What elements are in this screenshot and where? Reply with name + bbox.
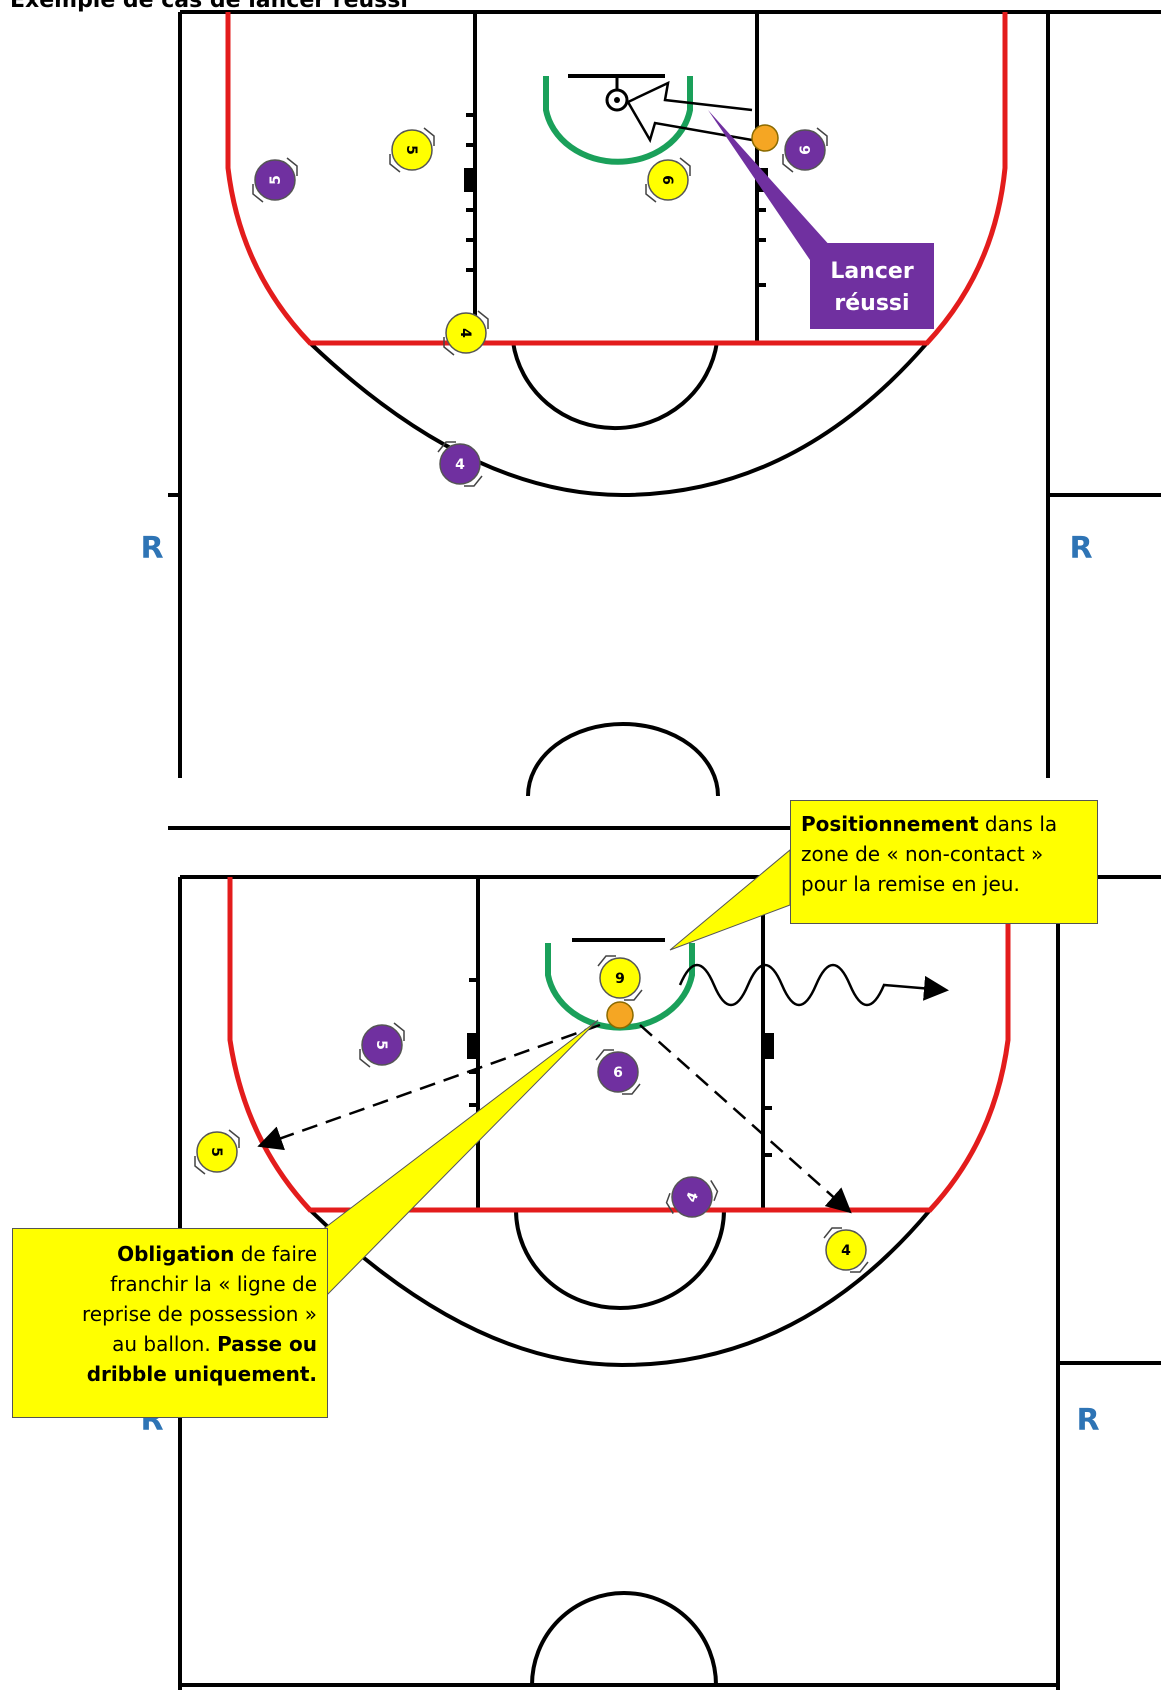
three-point-arc-black: [308, 341, 929, 498]
player-purple-4: 4: [665, 1176, 719, 1218]
callout-left-line3: reprise de possession »: [82, 1302, 317, 1326]
player-number: 4: [841, 1243, 851, 1259]
referee-label-right: R: [1069, 531, 1092, 566]
callout-left-line4b: Passe ou: [217, 1332, 317, 1356]
callout-top-line2: réussi: [834, 291, 909, 316]
player-purple-5: 5: [252, 157, 298, 203]
callout-left-bold1: Obligation: [117, 1242, 235, 1266]
player-yellow-5: 5: [194, 1129, 240, 1175]
lane-marks: [467, 978, 774, 1157]
possession-line: [227, 877, 1011, 1213]
player-number: 6: [659, 175, 675, 185]
page-title: Exemple de cas de lancer réussi: [10, 0, 408, 13]
player-number: 5: [403, 145, 419, 155]
callout-left-line5: dribble uniquement.: [86, 1362, 317, 1386]
callout-top-line1: Lancer: [830, 259, 913, 284]
player-number: 5: [268, 175, 284, 185]
hoop: [605, 88, 629, 112]
center-circle: [526, 722, 720, 797]
player-yellow-9: 9: [597, 955, 643, 1001]
possession-line: [225, 12, 1008, 346]
callout-right-rest: dans la: [978, 812, 1058, 836]
player-number: 4: [455, 457, 465, 473]
top-court: Lancer réussi: [168, 10, 1161, 830]
player-yellow-6: 6: [645, 157, 691, 203]
player-purple-6: 6: [782, 127, 828, 173]
player-number: 6: [613, 1065, 623, 1081]
player-yellow-5: 5: [389, 127, 435, 173]
bottom-court: [178, 848, 1161, 1690]
free-throw-circle: [511, 341, 719, 431]
shot-arrow: [626, 80, 753, 144]
player-purple-4: 4: [437, 441, 483, 487]
callout-left-rest1: de faire: [234, 1242, 317, 1266]
player-number: 5: [208, 1147, 224, 1157]
player-yellow-4: 4: [443, 310, 489, 356]
dribble-arrow: [678, 963, 949, 1007]
callout-pointer-top: [708, 110, 832, 260]
callout-pointer-right: [669, 848, 791, 951]
free-throw-circle: [514, 1209, 726, 1310]
player-purple-6: 6: [595, 1049, 641, 1095]
player-number: 4: [457, 328, 473, 338]
callout-positionnement: Positionnement dans la zone de « non-con…: [790, 800, 1098, 924]
player-number: 5: [373, 1040, 389, 1050]
callout-right-line3: pour la remise en jeu.: [801, 872, 1020, 896]
callout-right-line2: zone de « non-contact »: [801, 842, 1044, 866]
player-number: 9: [615, 971, 625, 987]
callout-lancer-reussi: [810, 243, 934, 329]
callout-left-line4a: au ballon.: [112, 1332, 218, 1356]
ball: [606, 1001, 634, 1029]
player-yellow-4: 4: [823, 1227, 869, 1273]
center-circle: [530, 1591, 718, 1686]
pass-arrow-right: [639, 1024, 852, 1214]
callout-obligation: Obligation de faire franchir la « ligne …: [12, 1228, 328, 1418]
callout-left-line2: franchir la « ligne de: [110, 1272, 317, 1296]
ball: [751, 124, 779, 152]
referee-label-left: R: [140, 531, 163, 566]
players-layer: 5 5 6 6 4 4 9 6 5 5 4 4: [194, 127, 869, 1273]
callout-right-bold: Positionnement: [801, 812, 979, 836]
player-number: 6: [798, 145, 814, 155]
pass-arrow-left: [257, 1023, 601, 1151]
referee-label-right: R: [1076, 1403, 1099, 1438]
player-purple-5: 5: [359, 1022, 405, 1068]
restricted-area-arc: [543, 76, 693, 165]
lane-marks: [464, 113, 768, 287]
three-point-arc-black: [308, 1208, 932, 1368]
